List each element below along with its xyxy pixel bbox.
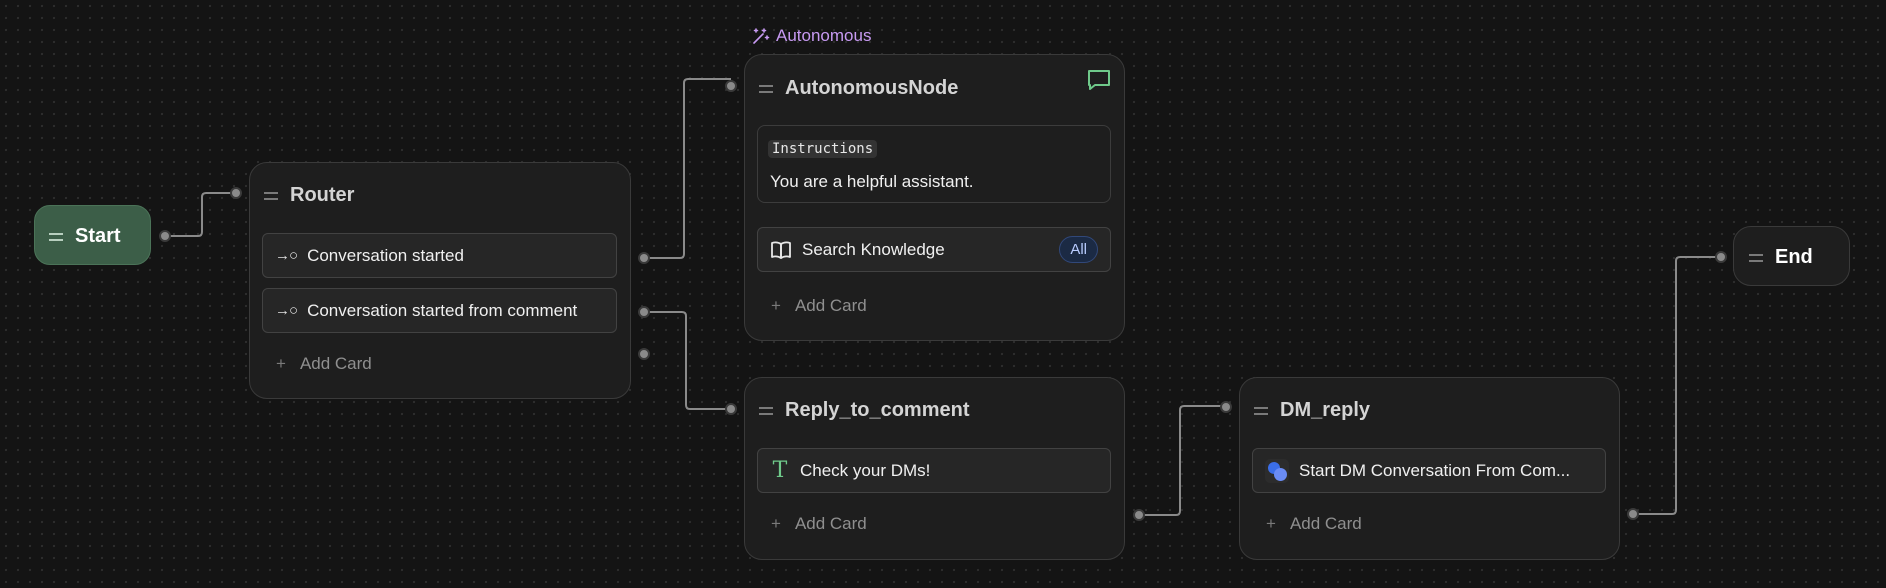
add-card-label: Add Card — [794, 296, 867, 315]
instructions-text: You are a helpful assistant. — [770, 172, 974, 191]
drag-handle-icon[interactable] — [264, 191, 278, 200]
dm-reply-input-handle[interactable] — [1220, 401, 1232, 413]
text-message-label: Check your DMs! — [800, 460, 931, 480]
trigger-card-label: Conversation started from comment — [307, 300, 578, 320]
start-output-handle[interactable] — [159, 230, 171, 242]
trigger-arrow-icon: →○ — [275, 247, 298, 264]
add-card-button[interactable]: + Add Card — [1266, 514, 1362, 534]
add-card-button[interactable]: + Add Card — [276, 354, 372, 374]
plus-icon: + — [771, 514, 781, 533]
plus-icon: + — [276, 354, 286, 373]
reply-node-title: Reply_to_comment — [785, 399, 970, 421]
plus-icon: + — [771, 296, 781, 315]
magic-wand-icon — [753, 28, 770, 44]
dm-reply-node[interactable]: DM_reply Start DM Conversation From Com.… — [1239, 377, 1620, 560]
start-node[interactable]: Start — [34, 205, 151, 265]
add-card-label: Add Card — [794, 514, 867, 533]
chat-bubble-icon[interactable] — [1086, 67, 1112, 93]
trigger-card-label: Conversation started — [307, 245, 464, 265]
start-dm-label: Start DM Conversation From Com... — [1299, 460, 1571, 480]
router-output-handle-1[interactable] — [638, 252, 650, 264]
trigger-card-conversation-started[interactable]: →○ Conversation started — [262, 233, 617, 278]
autonomous-badge: Autonomous — [752, 26, 871, 46]
edge-reply-dm — [1139, 405, 1226, 516]
add-card-label: Add Card — [299, 354, 372, 373]
dm-reply-node-title: DM_reply — [1280, 399, 1371, 421]
drag-handle-icon[interactable] — [49, 232, 63, 241]
edge-router-autonomous — [644, 78, 731, 259]
messenger-icon — [1265, 458, 1289, 483]
instructions-label: Instructions — [768, 140, 878, 158]
edge-start-router — [165, 192, 236, 237]
dm-reply-output-handle[interactable] — [1627, 508, 1639, 520]
start-dm-conversation-card[interactable]: Start DM Conversation From Com... — [1252, 448, 1606, 493]
text-icon: T — [772, 458, 788, 483]
end-node-title: End — [1775, 246, 1813, 268]
reply-input-handle[interactable] — [725, 403, 737, 415]
add-card-button[interactable]: + Add Card — [771, 296, 867, 316]
router-node-title: Router — [290, 184, 355, 206]
reply-output-handle[interactable] — [1133, 509, 1145, 521]
plus-icon: + — [1266, 514, 1276, 533]
router-output-handle-3[interactable] — [638, 348, 650, 360]
drag-handle-icon[interactable] — [759, 406, 773, 415]
reply-to-comment-node[interactable]: Reply_to_comment T Check your DMs! + Add… — [744, 377, 1125, 560]
end-input-handle[interactable] — [1715, 251, 1727, 263]
instructions-card[interactable]: Instructions You are a helpful assistant… — [757, 125, 1111, 203]
text-message-card[interactable]: T Check your DMs! — [757, 448, 1111, 493]
search-knowledge-label: Search Knowledge — [802, 239, 945, 259]
router-input-handle[interactable] — [230, 187, 242, 199]
autonomous-node[interactable]: AutonomousNode Instructions You are a he… — [744, 54, 1125, 341]
trigger-card-conversation-from-comment[interactable]: →○ Conversation started from comment — [262, 288, 617, 333]
add-card-button[interactable]: + Add Card — [771, 514, 867, 534]
edge-dm-end — [1633, 256, 1721, 515]
autonomous-badge-label: Autonomous — [776, 26, 872, 45]
end-node[interactable]: End — [1733, 226, 1850, 286]
search-knowledge-card[interactable]: Search Knowledge All — [757, 227, 1111, 272]
edge-router-reply — [644, 311, 731, 410]
autonomous-node-title: AutonomousNode — [785, 77, 959, 99]
knowledge-scope-pill[interactable]: All — [1059, 236, 1098, 263]
add-card-label: Add Card — [1289, 514, 1362, 533]
drag-handle-icon[interactable] — [1254, 406, 1268, 415]
router-output-handle-2[interactable] — [638, 306, 650, 318]
trigger-arrow-icon: →○ — [275, 302, 298, 319]
autonomous-input-handle[interactable] — [725, 80, 737, 92]
book-icon — [771, 240, 791, 259]
start-node-title: Start — [75, 225, 121, 247]
drag-handle-icon[interactable] — [759, 84, 773, 93]
drag-handle-icon[interactable] — [1749, 253, 1763, 262]
router-node[interactable]: Router →○ Conversation started →○ Conver… — [249, 162, 631, 399]
